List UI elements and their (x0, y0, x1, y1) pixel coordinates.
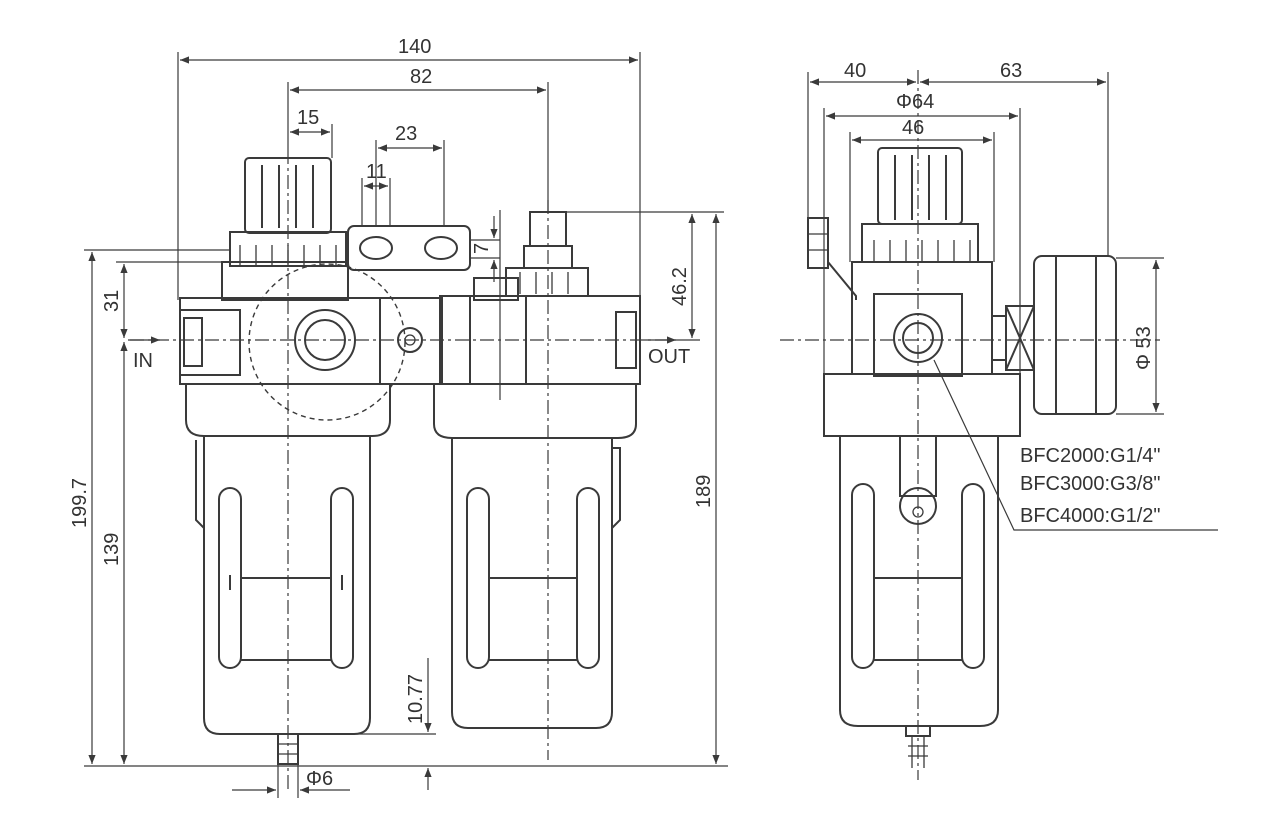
svg-text:139: 139 (101, 533, 123, 566)
svg-text:46.2: 46.2 (669, 267, 691, 306)
port-spec-bfc2000: BFC2000:G1/4" (1020, 445, 1161, 467)
svg-text:40: 40 (844, 60, 866, 82)
svg-text:199.7: 199.7 (69, 478, 91, 528)
svg-text:82: 82 (410, 66, 432, 88)
dim-bowl-height: 139 (101, 342, 128, 764)
filter-bowl (195, 436, 371, 735)
svg-text:11: 11 (366, 161, 387, 183)
lubricator-bowl (451, 438, 621, 729)
port-spec-bfc3000: BFC3000:G3/8" (1020, 473, 1161, 495)
svg-text:Φ64: Φ64 (896, 91, 934, 113)
svg-text:31: 31 (101, 290, 123, 312)
dim-port-spacing: 23 (375, 123, 445, 226)
dim-side-left: 40 (807, 60, 916, 218)
side-body (823, 261, 1021, 437)
dim-overall-width: 140 (177, 36, 641, 300)
dim-center-distance: 82 (287, 66, 549, 212)
port-spec-list: BFC2000:G1/4" BFC3000:G3/8" BFC4000:G1/2… (1020, 445, 1161, 527)
svg-text:46: 46 (902, 117, 924, 139)
side-knob (861, 147, 979, 263)
port-leader-line (933, 359, 1218, 531)
mounting-bracket (347, 225, 471, 271)
dim-gauge-diameter: Φ 53 (1116, 257, 1164, 415)
side-view: 40 63 Φ64 46 Φ 53 (780, 60, 1218, 780)
svg-text:Φ6: Φ6 (306, 768, 333, 790)
svg-text:Φ 53: Φ 53 (1133, 326, 1155, 370)
dim-top-height: 31 (101, 261, 222, 338)
dim-right-height: 189 (693, 214, 720, 764)
filter-regulator-body (179, 261, 443, 437)
dim-knob-offset: 15 (290, 107, 333, 158)
svg-text:10.77: 10.77 (405, 674, 427, 724)
side-gauge (991, 255, 1117, 415)
front-view: IN OUT 140 82 15 23 (69, 36, 728, 798)
side-bracket (807, 217, 857, 300)
dim-port-width: 11 (361, 161, 391, 226)
lubricator-body (433, 211, 641, 439)
svg-text:7: 7 (471, 243, 493, 254)
svg-text:140: 140 (398, 36, 431, 58)
svg-text:15: 15 (297, 107, 319, 129)
outlet-label: OUT (648, 346, 690, 368)
dim-port-offset: 7 (470, 210, 501, 400)
dim-drain-diameter: Φ6 (232, 764, 350, 798)
dim-lubricator-top: 46.2 (566, 211, 724, 341)
svg-text:63: 63 (1000, 60, 1022, 82)
inlet-label: IN (133, 350, 153, 372)
side-bowl (839, 435, 999, 768)
dim-body-diameter: Φ64 (823, 91, 1021, 374)
svg-text:189: 189 (693, 475, 715, 508)
svg-text:23: 23 (395, 123, 417, 145)
dim-total-height: 199.7 (69, 249, 728, 767)
dim-side-right: 63 (920, 60, 1109, 256)
dim-bowl-clearance: 10.77 (350, 658, 436, 790)
port-spec-bfc4000: BFC4000:G1/2" (1020, 505, 1161, 527)
dim-knob-width: 46 (849, 117, 995, 262)
